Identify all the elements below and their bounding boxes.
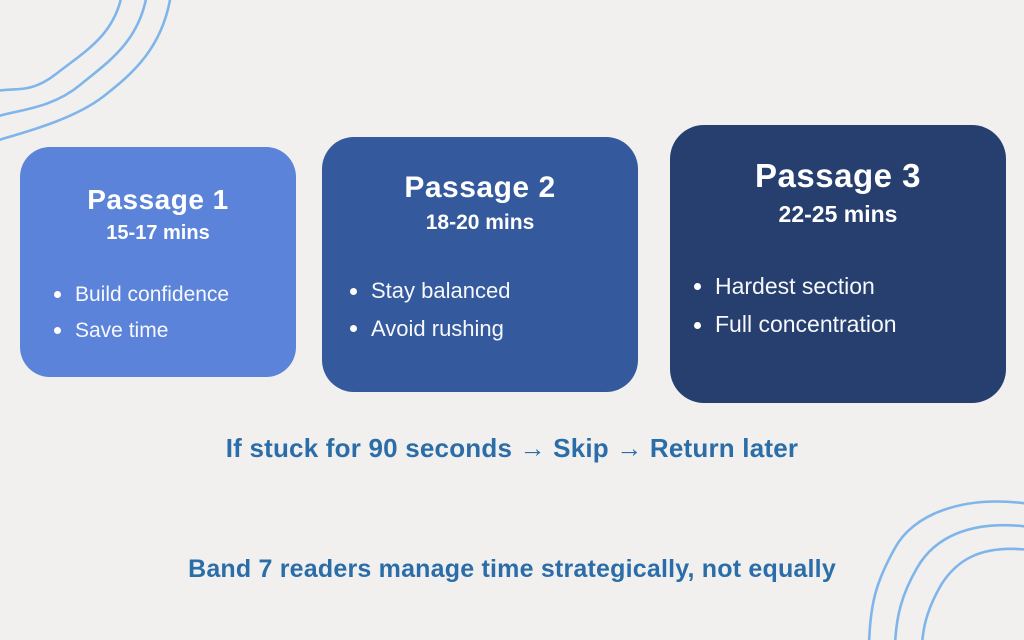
bullet-item: Avoid rushing — [350, 315, 638, 344]
passage-3-card: Passage 3 22-25 mins Hardest section Ful… — [670, 125, 1006, 403]
bullet-dot-icon — [54, 290, 61, 298]
bullet-item: Stay balanced — [350, 277, 638, 306]
bullet-item: Full concentration — [694, 310, 1006, 340]
bullet-dot-icon — [694, 321, 701, 329]
passage-2-card: Passage 2 18-20 mins Stay balanced Avoid… — [322, 137, 638, 392]
passage-3-title: Passage 3 — [755, 157, 921, 194]
bullet-dot-icon — [54, 327, 61, 335]
wave-decoration-top-left-icon — [0, 0, 172, 141]
passage-2-title: Passage 2 — [404, 171, 556, 204]
passage-2-bullet-list: Stay balanced Avoid rushing — [322, 277, 638, 343]
passage-3-bullet-list: Hardest section Full concentration — [670, 272, 1006, 341]
passage-2-time-range: 18-20 mins — [425, 211, 535, 234]
passage-1-card: Passage 1 15-17 mins Build confidence Sa… — [20, 147, 296, 377]
bullet-label: Stay balanced — [371, 278, 511, 303]
passage-1-bullet-list: Build confidence Save time — [20, 281, 296, 345]
bullet-item: Save time — [54, 317, 296, 344]
bullet-label: Avoid rushing — [371, 315, 504, 341]
bullet-label: Build confidence — [75, 282, 230, 306]
bullet-item: Hardest section — [694, 272, 1006, 302]
bullet-dot-icon — [694, 283, 701, 291]
bullet-dot-icon — [350, 325, 357, 333]
bullet-label: Full concentration — [715, 311, 897, 338]
passage-1-time-range: 15-17 mins — [106, 221, 210, 244]
bullet-dot-icon — [350, 287, 357, 295]
passage-3-time-range: 22-25 mins — [778, 200, 898, 227]
bullet-item: Build confidence — [54, 281, 296, 308]
passage-1-title: Passage 1 — [87, 184, 229, 215]
strategy-note: If stuck for 90 seconds → Skip → Return … — [225, 433, 799, 463]
bullet-label: Save time — [75, 318, 169, 342]
takeaway-note: Band 7 readers manage time strategically… — [188, 555, 836, 583]
bullet-label: Hardest section — [715, 272, 875, 299]
